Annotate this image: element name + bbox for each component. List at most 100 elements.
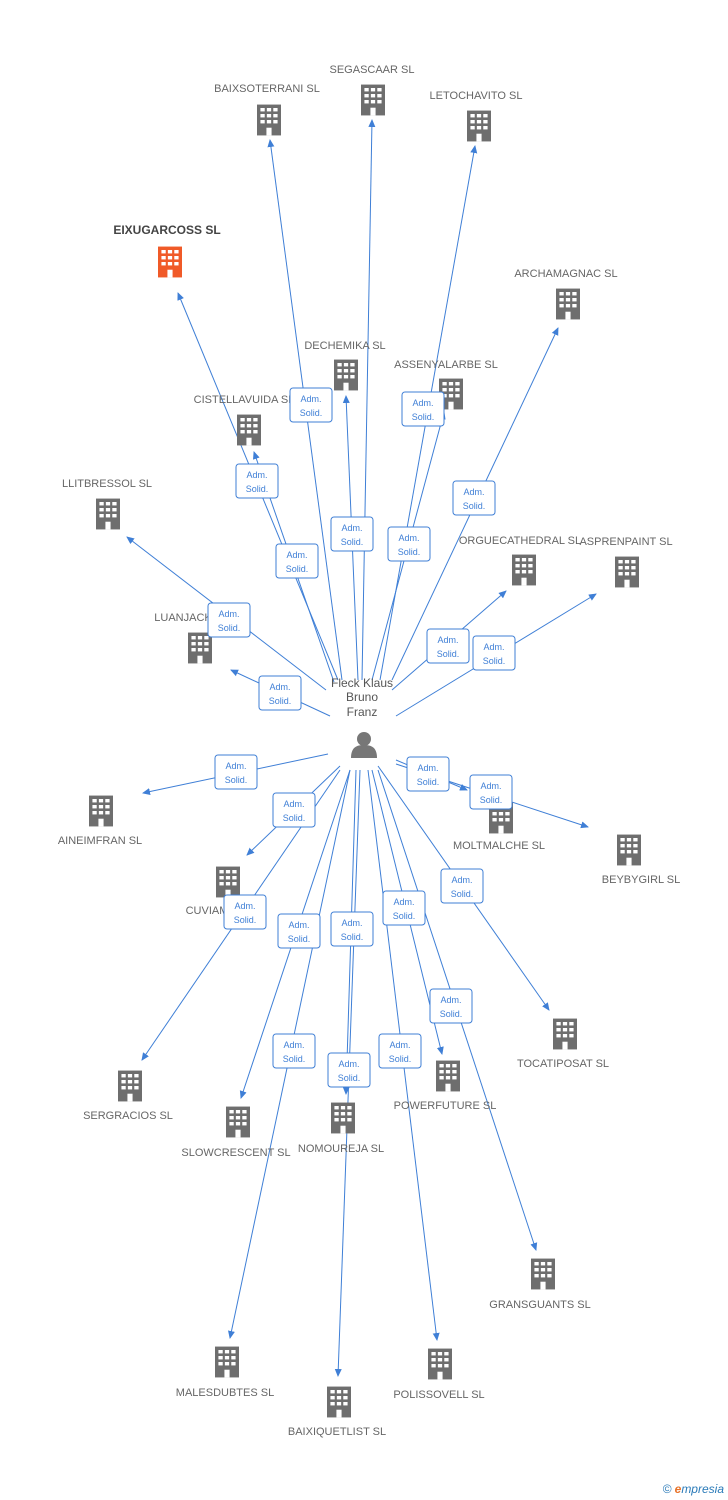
building-icon (531, 1258, 555, 1290)
badge-line-2: Solid. (398, 547, 421, 557)
building-icon (615, 556, 639, 588)
badge-line-2: Solid. (463, 501, 486, 511)
company-node-powerfuture[interactable]: POWERFUTURE SL (394, 1060, 497, 1112)
company-node-sergracios[interactable]: SERGRACIOS SL (83, 1070, 173, 1122)
person-name-line-3: Franz (347, 705, 378, 719)
company-node-tocatiposat[interactable]: TOCATIPOSAT SL (517, 1018, 609, 1070)
role-badge-powerfuture: Adm.Solid. (382, 890, 426, 926)
company-node-beybygirl[interactable]: BEYBYGIRL SL (602, 834, 680, 886)
company-node-malesdubtes[interactable]: MALESDUBTES SL (176, 1346, 274, 1399)
company-name: SEGASCAAR SL (330, 64, 415, 76)
badge-line-1: Adm. (338, 1059, 359, 1069)
company-name: ASSENYALARBE SL (394, 359, 498, 371)
badge-line-2: Solid. (440, 1009, 463, 1019)
person-icon (351, 732, 377, 758)
company-node-letochavito[interactable]: LETOCHAVITO SL (430, 90, 523, 142)
company-node-eixugarcoss[interactable]: EIXUGARCOSS SL (113, 223, 221, 278)
badge-line-2: Solid. (286, 564, 309, 574)
person-name-line-1: Fleck Klaus (331, 676, 393, 690)
building-icon (428, 1348, 452, 1380)
company-name: EIXUGARCOSS SL (113, 223, 220, 237)
badge-line-1: Adm. (437, 635, 458, 645)
badge-line-1: Adm. (451, 875, 472, 885)
edge-segascaar (361, 119, 376, 681)
company-name: BEYBYGIRL SL (602, 874, 680, 886)
building-icon (467, 110, 491, 142)
building-icon (334, 359, 358, 391)
badge-line-2: Solid. (234, 915, 257, 925)
badge-line-1: Adm. (412, 398, 433, 408)
company-name: SERGRACIOS SL (83, 1110, 173, 1122)
company-node-gransguants[interactable]: GRANSGUANTS SL (489, 1258, 591, 1311)
badge-line-2: Solid. (393, 911, 416, 921)
company-node-asprenpaint[interactable]: ASPRENPAINT SL (579, 536, 673, 588)
role-badge-aineimfran: Adm.Solid. (214, 754, 258, 790)
company-name: AINEIMFRAN SL (58, 835, 142, 847)
role-badge-luanjack: Adm.Solid. (258, 675, 302, 711)
company-name: GRANSGUANTS SL (489, 1299, 590, 1311)
badge-line-2: Solid. (417, 777, 440, 787)
badge-line-1: Adm. (225, 761, 246, 771)
company-node-orguecathedral[interactable]: ORGUECATHEDRAL SL (459, 535, 581, 586)
brand-name: mpresia (681, 1482, 724, 1496)
role-badge-letochavito: Adm.Solid. (401, 391, 445, 427)
badge-line-1: Adm. (218, 609, 239, 619)
badge-line-2: Solid. (269, 696, 292, 706)
building-icon (237, 414, 261, 446)
building-icon (118, 1070, 142, 1102)
role-badge-llitbressol: Adm.Solid. (207, 602, 251, 638)
company-name: SLOWCRESCENT SL (181, 1147, 290, 1159)
company-name: CUVIAM (186, 905, 229, 917)
brand-initial: e (674, 1482, 682, 1496)
footer-brand: ©empresia (663, 1482, 724, 1496)
building-icon (158, 246, 182, 278)
badge-line-2: Solid. (341, 537, 364, 547)
role-badge-archamagnac: Adm.Solid. (452, 480, 496, 516)
badge-line-1: Adm. (288, 920, 309, 930)
badge-line-1: Adm. (483, 642, 504, 652)
building-icon (617, 834, 641, 866)
company-node-baixsoterrani[interactable]: BAIXSOTERRANI SL (214, 83, 320, 136)
building-icon (215, 1346, 239, 1378)
building-icon (331, 1102, 355, 1134)
badge-line-2: Solid. (451, 889, 474, 899)
company-name: BAIXIQUETLIST SL (288, 1426, 386, 1438)
role-badge-tocatiposat: Adm. Solid. (440, 868, 484, 904)
person-name-line-2: Bruno (346, 690, 378, 704)
badges-layer: Adm. Solid. Adm. Solid. Adm. Solid. Adm. Solid.… (207, 387, 516, 1088)
building-icon (216, 866, 240, 898)
company-node-archamagnac[interactable]: ARCHAMAGNAC SL (514, 268, 618, 320)
building-icon (96, 498, 120, 530)
company-node-aineimfran[interactable]: AINEIMFRAN SL (58, 795, 142, 847)
company-name: MALESDUBTES SL (176, 1387, 274, 1399)
badge-line-2: Solid. (300, 408, 323, 418)
company-name: POLISSOVELL SL (393, 1389, 484, 1401)
role-badge-dechemika: Adm.Solid. (330, 516, 374, 552)
company-node-baixiquetlist[interactable]: BAIXIQUETLIST SL (288, 1386, 386, 1438)
company-node-moltmalche[interactable]: MOLTMALCHE SL (453, 802, 545, 852)
role-badge-nomoureja: Adm.Solid. (330, 911, 374, 947)
company-node-segascaar[interactable]: SEGASCAAR SL (330, 64, 415, 116)
company-node-polissovell[interactable]: POLISSOVELL SL (393, 1348, 485, 1401)
badge-line-1: Adm. (300, 394, 321, 404)
badge-line-1: Adm. (286, 550, 307, 560)
company-node-luanjack[interactable]: LUANJACK (154, 612, 212, 664)
company-node-cistellavuida[interactable]: CISTELLAVUIDA SL (194, 394, 295, 446)
role-badge-baixiquetlist: Adm.Solid. (327, 1052, 371, 1088)
role-badge-baixsoterrani: Adm. Solid. (289, 387, 333, 423)
badge-line-1: Adm. (283, 799, 304, 809)
company-node-nomoureja[interactable]: NOMOUREJA SL (298, 1102, 384, 1155)
company-node-assenyalarbe[interactable]: ASSENYALARBE SL (394, 359, 498, 410)
center-person[interactable]: Fleck Klaus Bruno Franz (331, 676, 393, 758)
role-badge-asprenpaint: Adm. Solid. (472, 635, 516, 671)
company-node-dechemika[interactable]: DECHEMIKA SL (304, 340, 386, 391)
role-badge-eixugarcoss: Adm.Solid. (235, 463, 279, 499)
company-node-llitbressol[interactable]: LLITBRESSOL SL (62, 478, 152, 530)
company-node-slowcrescent[interactable]: SLOWCRESCENT SL (181, 1106, 291, 1159)
company-node-cuviam[interactable]: CUVIAM (186, 866, 240, 917)
badge-line-1: Adm. (246, 470, 267, 480)
badge-line-1: Adm. (234, 901, 255, 911)
copyright-symbol: © (662, 1482, 672, 1496)
badge-line-2: Solid. (483, 656, 506, 666)
building-icon (556, 288, 580, 320)
